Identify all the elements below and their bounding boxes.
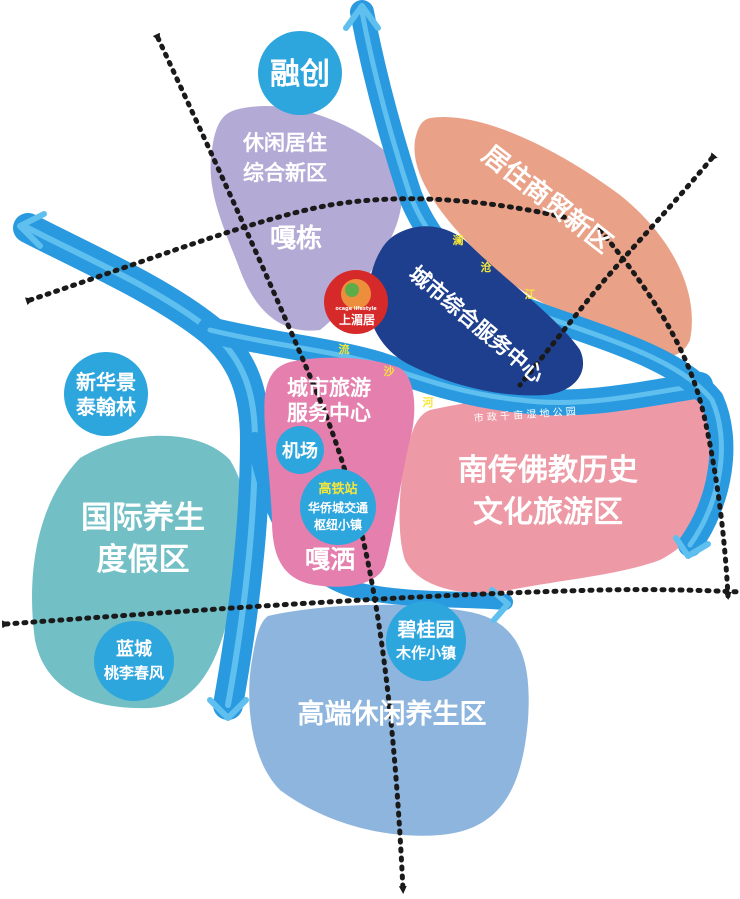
- road-east-south: [597, 227, 732, 600]
- label-highend: 高端休闲养生区: [298, 698, 487, 730]
- label-gasa: 嘎洒: [305, 545, 355, 574]
- label-liusha-3: 河: [423, 395, 434, 409]
- road-west-east-upper: [24, 196, 571, 306]
- label-hsr-3: 枢纽小镇: [314, 517, 362, 532]
- river-arrow-southloop: [489, 587, 511, 623]
- logo-swirl-inner: [345, 283, 359, 297]
- marker-hsr: [300, 469, 376, 545]
- label-hsr-2: 华侨城交通: [308, 500, 368, 515]
- river-arrow-west: [17, 211, 47, 249]
- label-tourism-1: 城市旅游: [287, 376, 371, 400]
- label-logo: 上湄居: [339, 312, 375, 327]
- label-airport: 机场: [282, 441, 318, 462]
- marker-lancheng: [94, 621, 174, 701]
- label-rongchuang: 融创: [270, 57, 330, 92]
- label-lancang-3: 江: [525, 287, 536, 301]
- road-north-south: [152, 32, 407, 894]
- label-xinhuajing-1: 新华景: [76, 370, 136, 394]
- marker-xinhuajing: [64, 352, 148, 436]
- label-tourism-2: 服务中心: [287, 401, 371, 425]
- label-gadong: 嘎栋: [270, 223, 322, 254]
- road-west-east-lower: [1, 587, 740, 629]
- label-lancang-2: 沧: [481, 260, 492, 274]
- label-leisure-2: 综合新区: [243, 161, 327, 185]
- label-liusha-2: 沙: [384, 365, 395, 378]
- label-buddhist-1: 南传佛教历史: [458, 453, 638, 488]
- label-xinhuajing-2: 泰翰林: [75, 395, 136, 419]
- label-hsr-1: 高铁站: [318, 481, 357, 497]
- label-lancheng-1: 蓝城: [116, 638, 152, 660]
- marker-airport: [276, 426, 324, 474]
- label-biguiyuan-2: 木作小镇: [395, 644, 456, 662]
- road-northeast: [517, 152, 718, 388]
- label-logo-small: ocage lifestyle: [335, 306, 377, 312]
- marker-biguiyuan: [386, 601, 466, 681]
- zone-city-service-center: [367, 226, 584, 396]
- label-resort-1: 国际养生: [81, 500, 205, 536]
- label-liusha-1: 流: [339, 342, 350, 356]
- label-biguiyuan-1: 碧桂园: [396, 618, 454, 641]
- river-arrow-east: [673, 535, 711, 559]
- label-leisure-1: 休闲居住: [242, 131, 327, 155]
- zone-buddhist-culture: [399, 388, 719, 593]
- label-lancang-1: 澜: [453, 233, 464, 247]
- marker-rongchuang: [258, 31, 342, 115]
- label-resort-2: 度假区: [97, 542, 190, 578]
- river-arrow-north: [343, 3, 381, 31]
- label-buddhist-2: 文化旅游区: [473, 495, 623, 530]
- label-lancheng-2: 桃李春风: [104, 664, 164, 682]
- zone-residential-commerce: [414, 116, 692, 357]
